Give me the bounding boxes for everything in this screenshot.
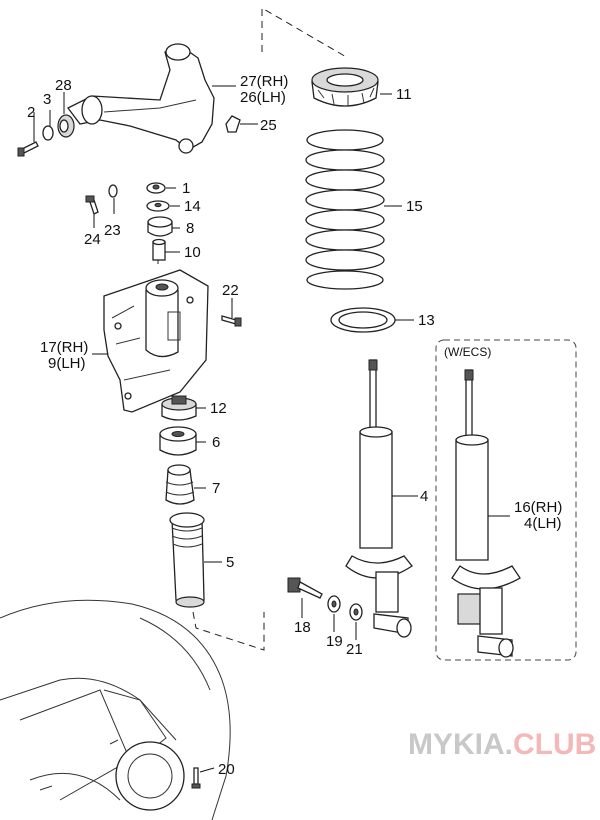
bump-stopper-7 <box>165 464 195 505</box>
callout-3: 3 <box>43 91 51 108</box>
callout-17-rh: 17(RH) <box>40 339 88 356</box>
clip-25 <box>225 115 241 133</box>
watermark: MYKIA.CLUB <box>408 728 596 761</box>
bracket-17-9 <box>103 269 209 413</box>
watermark-part-1: MYKIA. <box>408 728 513 761</box>
spring-seat-11 <box>311 67 379 107</box>
washer-14 <box>146 200 170 212</box>
callout-11: 11 <box>396 86 412 103</box>
callout-15: 15 <box>406 198 423 215</box>
callout-8: 8 <box>186 220 194 237</box>
callout-12: 12 <box>210 400 227 417</box>
callout-6: 6 <box>212 434 220 451</box>
callout-13: 13 <box>418 312 435 329</box>
callout-18: 18 <box>294 619 311 636</box>
callout-20: 20 <box>218 761 235 778</box>
callout-4: 4 <box>420 488 428 505</box>
bolt-2 <box>17 141 39 157</box>
leader-lines <box>33 85 510 773</box>
callout-22: 22 <box>222 282 239 299</box>
upper-control-arm <box>67 43 215 154</box>
callout-19: 19 <box>326 633 343 650</box>
callout-26-lh: 26(LH) <box>240 89 286 106</box>
dust-cover-5 <box>169 512 205 608</box>
callout-25: 25 <box>260 117 277 134</box>
bolt-22 <box>221 315 242 327</box>
washer-23 <box>108 184 118 198</box>
guide-line-top <box>261 7 349 59</box>
callout-2: 2 <box>27 104 35 121</box>
callout-27-rh: 27(RH) <box>240 73 288 90</box>
callout-14: 14 <box>184 198 201 215</box>
insulator-6 <box>159 426 197 456</box>
callout-23: 23 <box>104 222 121 239</box>
guide-line-bottom <box>192 611 265 651</box>
washer-3 <box>42 125 54 141</box>
spring-pad-13 <box>330 307 396 333</box>
callout-5: 5 <box>226 554 234 571</box>
coil-spring-15 <box>305 129 385 290</box>
nut-19 <box>327 595 341 613</box>
callout-7: 7 <box>212 480 220 497</box>
ecs-box-label: (W/ECS) <box>444 345 491 359</box>
callout-24: 24 <box>84 231 101 248</box>
callout-9-lh: 9(LH) <box>48 355 86 372</box>
shock-absorber-4 <box>345 359 413 638</box>
bushing-28 <box>57 114 75 138</box>
sleeve-10 <box>152 238 166 261</box>
callout-16-rh: 16(RH) <box>514 499 562 516</box>
nut-1 <box>146 182 166 194</box>
ecs-variant-box <box>435 339 577 661</box>
nut-21 <box>349 603 363 621</box>
bushing-8 <box>147 216 173 237</box>
bolt-18 <box>287 577 323 599</box>
callout-1: 1 <box>182 180 190 197</box>
car-body-outline <box>0 599 231 820</box>
callout-28: 28 <box>55 77 72 94</box>
watermark-part-2: CLUB <box>513 728 596 761</box>
screw-20 <box>191 767 201 789</box>
mount-12 <box>161 395 197 421</box>
bolt-24 <box>85 195 99 215</box>
callout-10: 10 <box>184 244 201 261</box>
shock-absorber-ecs-16 <box>451 369 521 658</box>
callout-4-lh: 4(LH) <box>524 515 562 532</box>
callout-21: 21 <box>346 641 363 658</box>
